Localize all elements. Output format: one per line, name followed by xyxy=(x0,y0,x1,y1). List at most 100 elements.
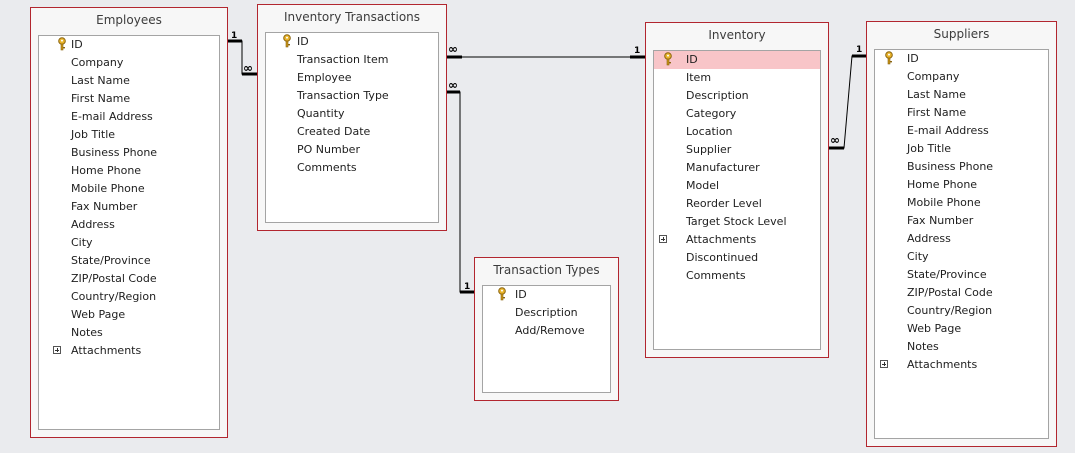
field-name: Location xyxy=(686,125,733,138)
many-label: ∞ xyxy=(243,61,253,75)
field-row[interactable]: Transaction Type xyxy=(266,87,438,105)
field-row[interactable]: Discontinued xyxy=(654,249,820,267)
many-label: ∞ xyxy=(830,133,840,147)
field-row[interactable]: State/Province xyxy=(39,252,219,270)
table-title[interactable]: Employees xyxy=(96,13,162,27)
field-row[interactable]: E-mail Address xyxy=(39,108,219,126)
field-row[interactable]: Item xyxy=(654,69,820,87)
field-row[interactable]: Quantity xyxy=(266,105,438,123)
field-row[interactable]: Address xyxy=(875,230,1048,248)
field-row[interactable]: Add/Remove xyxy=(483,322,610,340)
field-name: Web Page xyxy=(71,308,126,321)
field-name: Description xyxy=(686,89,749,102)
field-name: Item xyxy=(686,71,712,84)
field-row[interactable]: Country/Region xyxy=(39,288,219,306)
field-row[interactable]: Model xyxy=(654,177,820,195)
field-row[interactable]: Home Phone xyxy=(39,162,219,180)
field-row[interactable]: Notes xyxy=(875,338,1048,356)
field-row[interactable]: ID xyxy=(39,36,219,54)
field-row[interactable]: Business Phone xyxy=(875,158,1048,176)
table-title[interactable]: Inventory Transactions xyxy=(283,10,421,24)
field-row[interactable]: Last Name xyxy=(875,86,1048,104)
one-label: 1 xyxy=(464,282,471,292)
field-row[interactable]: Employee xyxy=(266,69,438,87)
field-row[interactable]: Last Name xyxy=(39,72,219,90)
field-name: Manufacturer xyxy=(686,161,760,174)
field-row[interactable]: PO Number xyxy=(266,141,438,159)
field-row[interactable]: City xyxy=(39,234,219,252)
table-inventory-transactions[interactable]: Inventory Transactions ID Transaction Ite… xyxy=(257,4,447,231)
field-row[interactable]: Description xyxy=(483,304,610,322)
field-row[interactable]: Attachments xyxy=(39,342,219,360)
table-title[interactable]: Suppliers xyxy=(933,27,990,41)
field-row[interactable]: First Name xyxy=(39,90,219,108)
field-name: Address xyxy=(907,232,951,245)
expand-icon[interactable] xyxy=(53,346,61,354)
expand-icon[interactable] xyxy=(659,235,667,243)
field-row[interactable]: ZIP/Postal Code xyxy=(39,270,219,288)
field-row[interactable]: Created Date xyxy=(266,123,438,141)
field-row[interactable]: Company xyxy=(875,68,1048,86)
field-row[interactable]: Fax Number xyxy=(39,198,219,216)
field-row[interactable]: State/Province xyxy=(875,266,1048,284)
field-row[interactable]: ID xyxy=(875,50,1048,68)
field-row[interactable]: Transaction Item xyxy=(266,51,438,69)
field-row[interactable]: Job Title xyxy=(875,140,1048,158)
field-name: Category xyxy=(686,107,737,120)
field-name: Job Title xyxy=(71,128,116,141)
field-row[interactable]: Supplier xyxy=(654,141,820,159)
field-name: ID xyxy=(515,288,527,301)
field-name: Add/Remove xyxy=(515,324,585,337)
field-row[interactable]: Business Phone xyxy=(39,144,219,162)
field-row[interactable]: Web Page xyxy=(39,306,219,324)
field-row[interactable]: Job Title xyxy=(39,126,219,144)
field-row[interactable]: Manufacturer xyxy=(654,159,820,177)
field-row[interactable]: Notes xyxy=(39,324,219,342)
field-row[interactable]: Target Stock Level xyxy=(654,213,820,231)
field-row[interactable]: Attachments xyxy=(654,231,820,249)
key-icon xyxy=(497,286,507,302)
field-row[interactable]: Category xyxy=(654,105,820,123)
table-title[interactable]: Inventory xyxy=(708,28,766,42)
field-row[interactable]: Attachments xyxy=(875,356,1048,374)
field-row[interactable]: ID xyxy=(654,51,820,69)
field-name: ID xyxy=(297,35,309,48)
field-row[interactable]: Country/Region xyxy=(875,302,1048,320)
field-row[interactable]: Web Page xyxy=(875,320,1048,338)
field-row[interactable]: First Name xyxy=(875,104,1048,122)
field-name: Address xyxy=(71,218,115,231)
field-name: ID xyxy=(71,38,83,51)
field-name: First Name xyxy=(71,92,131,105)
field-row[interactable]: ID xyxy=(483,286,610,304)
expand-icon[interactable] xyxy=(880,360,888,368)
field-row[interactable]: City xyxy=(875,248,1048,266)
field-row[interactable]: Company xyxy=(39,54,219,72)
field-row[interactable]: Mobile Phone xyxy=(39,180,219,198)
field-row[interactable]: Comments xyxy=(266,159,438,177)
field-name: City xyxy=(907,250,929,263)
field-row[interactable]: Fax Number xyxy=(875,212,1048,230)
field-row[interactable]: Comments xyxy=(654,267,820,285)
field-name: Fax Number xyxy=(71,200,138,213)
field-row[interactable]: Location xyxy=(654,123,820,141)
field-row[interactable]: Mobile Phone xyxy=(875,194,1048,212)
field-row[interactable]: Address xyxy=(39,216,219,234)
field-row[interactable]: E-mail Address xyxy=(875,122,1048,140)
field-row[interactable]: ID xyxy=(266,33,438,51)
field-row[interactable]: Home Phone xyxy=(875,176,1048,194)
field-name: Business Phone xyxy=(71,146,158,159)
field-row[interactable]: Reorder Level xyxy=(654,195,820,213)
field-row[interactable]: Description xyxy=(654,87,820,105)
table-title[interactable]: Transaction Types xyxy=(493,263,600,277)
field-row[interactable]: ZIP/Postal Code xyxy=(875,284,1048,302)
